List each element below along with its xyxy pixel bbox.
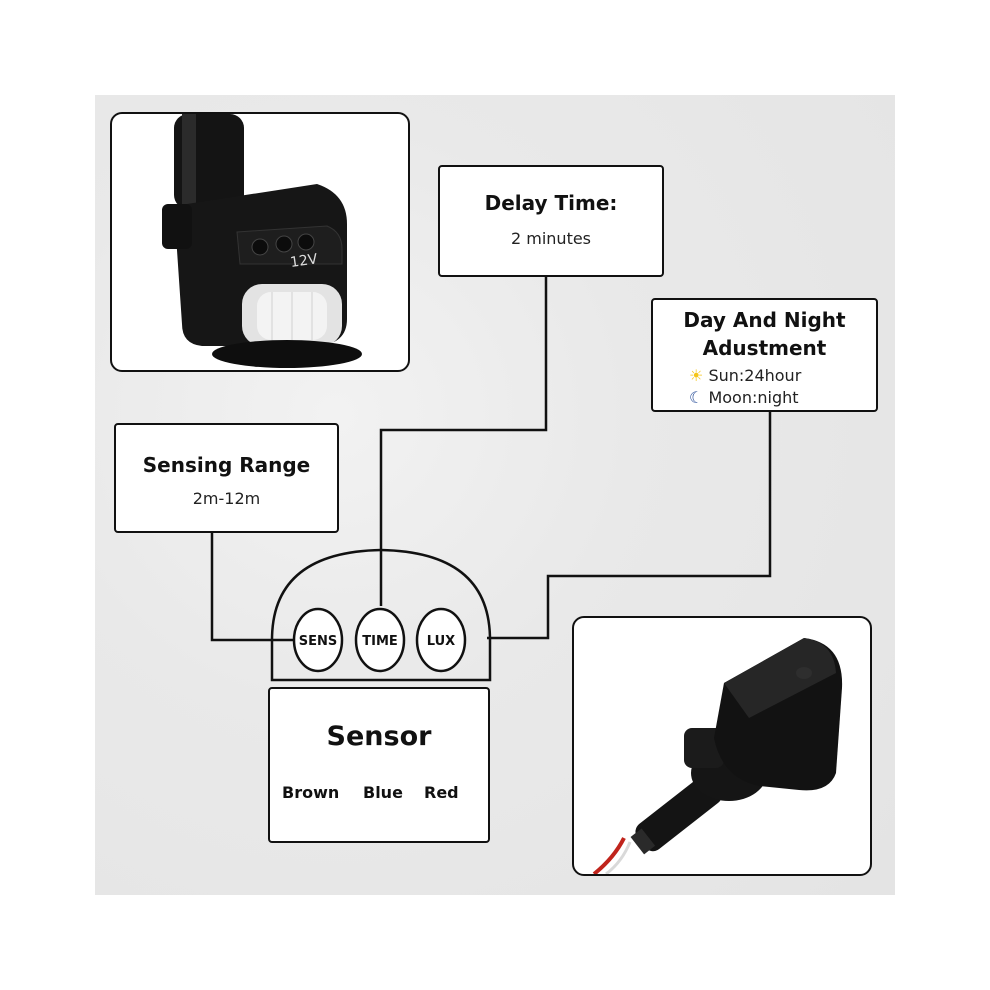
sensor-device-photo: 12V — [162, 114, 362, 368]
sensor-box: Sensor Brown Blue Red — [268, 687, 490, 843]
wire-red-label: Red — [424, 783, 459, 802]
bottom-right-photo-panel — [572, 616, 872, 876]
knob-lux-label: LUX — [427, 634, 455, 649]
sensing-range-value: 2m-12m — [192, 489, 261, 508]
delay-time-title: Delay Time: — [484, 191, 618, 215]
delay-time-value: 2 minutes — [510, 229, 592, 248]
delay-connector-line — [379, 277, 548, 606]
top-left-photo-panel: 12V — [110, 112, 410, 372]
delay-time-box: Delay Time: 2 minutes — [438, 165, 664, 277]
wire-blue-label: Blue — [363, 783, 403, 802]
sensing-range-title: Sensing Range — [142, 453, 311, 477]
control-dome — [270, 548, 492, 682]
sensor-device-angled-photo — [592, 638, 843, 874]
sensing-range-box: Sensing Range 2m-12m — [114, 423, 339, 533]
knob-time: TIME — [354, 607, 406, 673]
knob-time-label: TIME — [362, 634, 398, 649]
day-night-title-line2: Adustment — [702, 336, 827, 360]
sens-connector-line — [210, 533, 296, 642]
sun-text: Sun:24hour — [708, 366, 802, 385]
knob-sens-label: SENS — [299, 634, 338, 649]
sun-icon: ☀ — [689, 366, 704, 385]
knob-sens: SENS — [292, 607, 344, 673]
lux-connector-line — [487, 412, 772, 640]
moon-icon: ☾ — [689, 388, 704, 407]
sun-row: ☀ Sun:24hour — [689, 366, 801, 385]
wire-brown-label: Brown — [282, 783, 340, 802]
device-voltage-label: 12V — [289, 251, 319, 271]
moon-row: ☾ Moon:night — [689, 388, 799, 407]
day-night-box: Day And Night Adustment ☀ Sun:24hour ☾ M… — [651, 298, 878, 412]
sensor-title: Sensor — [326, 721, 432, 752]
day-night-title-line1: Day And Night — [683, 308, 846, 332]
moon-text: Moon:night — [708, 388, 799, 407]
knob-lux: LUX — [415, 607, 467, 673]
